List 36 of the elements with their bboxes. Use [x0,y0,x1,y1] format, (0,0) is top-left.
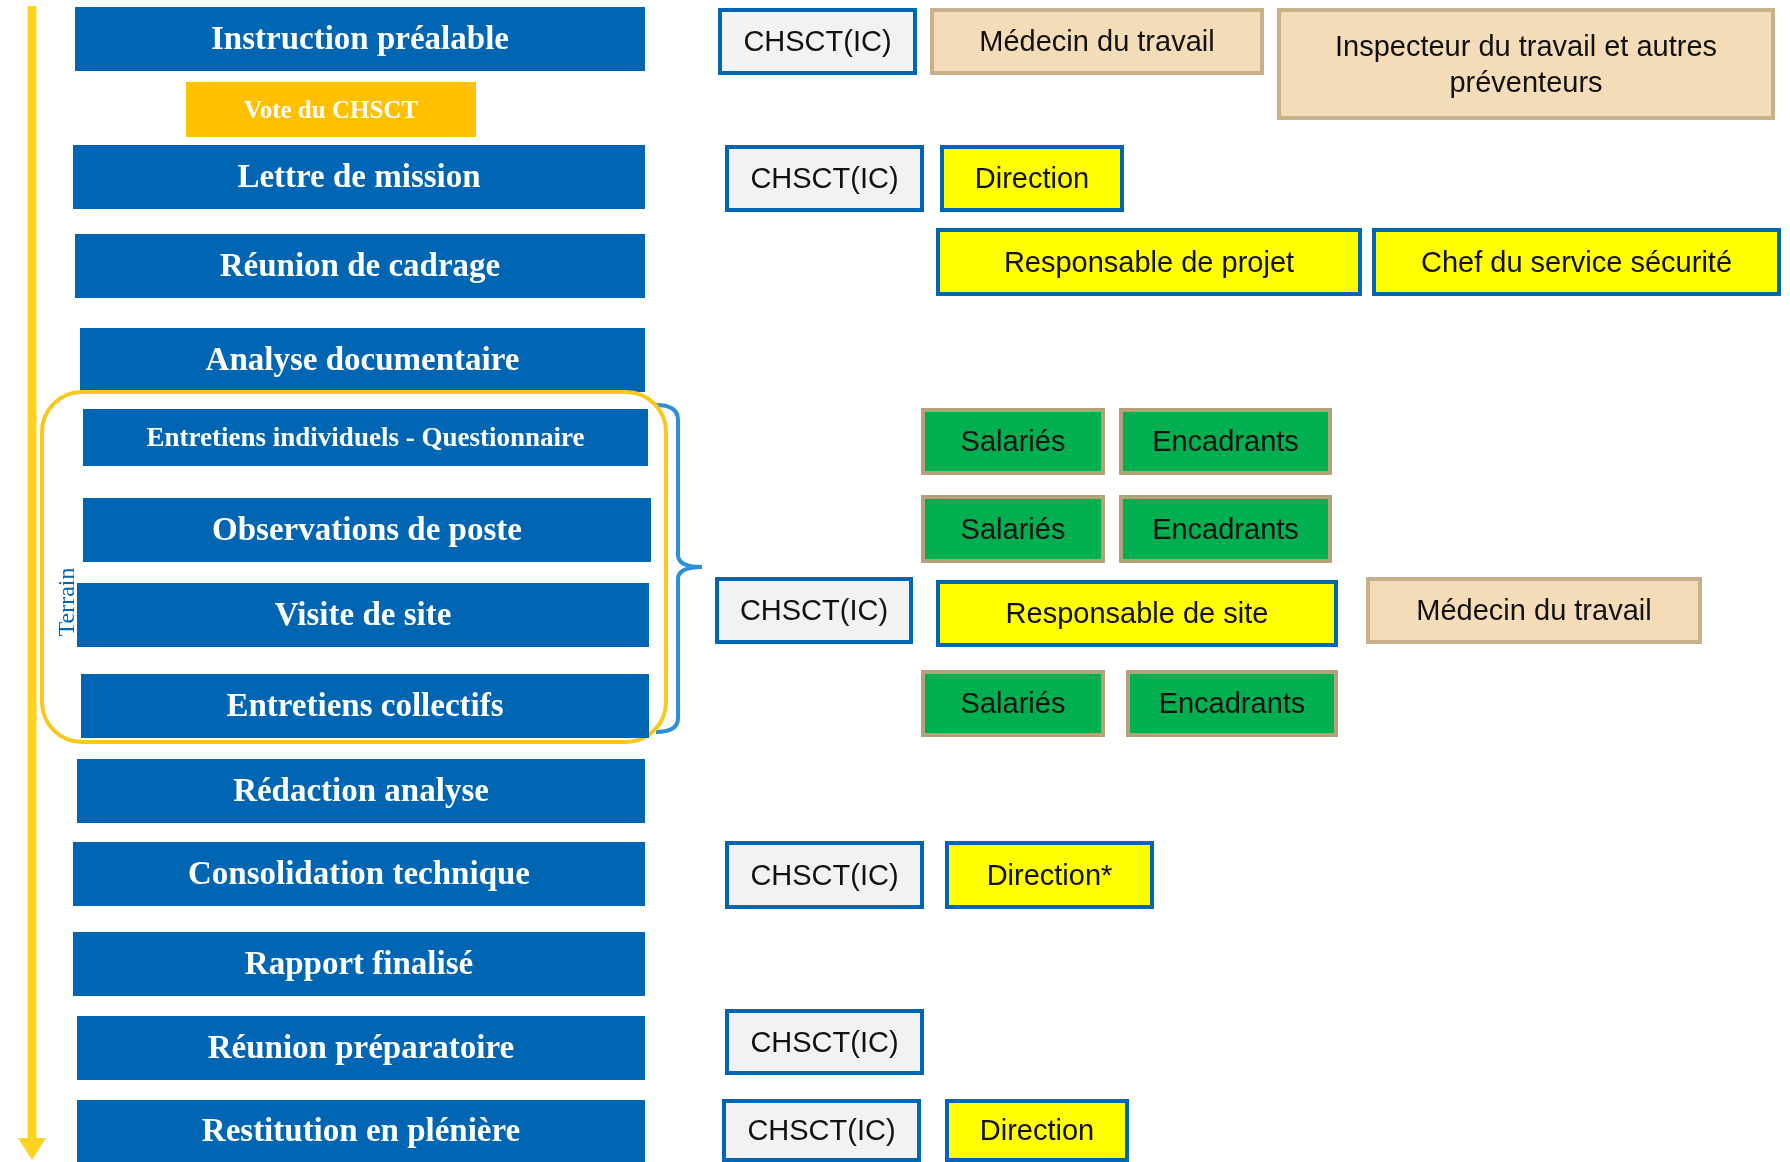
actor-box: Salariés [921,495,1105,563]
step-box: Consolidation technique [73,842,645,906]
actor-box: Salariés [921,408,1105,475]
actor-box: CHSCT(IC) [725,145,924,212]
step-box: Observations de poste [83,498,651,562]
actor-box: CHSCT(IC) [722,1099,921,1162]
step-box: Rapport finalisé [73,932,645,996]
step-box: Réunion de cadrage [75,234,645,298]
step-box: Analyse documentaire [80,328,645,392]
step-box: Réunion préparatoire [77,1016,645,1080]
actor-box: Encadrants [1126,670,1338,737]
actor-box: Médecin du travail [930,8,1264,75]
step-box: Entretiens individuels - Questionnaire [83,409,648,466]
actor-box: CHSCT(IC) [718,8,917,75]
actor-box: Encadrants [1119,495,1332,563]
actor-box: Médecin du travail [1366,577,1702,644]
step-box: Instruction préalable [75,7,645,71]
actor-box: Salariés [921,670,1105,737]
actor-box: Direction* [945,841,1154,909]
actor-box: Chef du service sécurité [1372,228,1781,296]
step-box: Visite de site [77,583,649,647]
actor-box: Responsable de site [936,580,1338,647]
actor-box: Inspecteur du travail et autres préventeurs [1277,8,1775,120]
step-box: Rédaction analyse [77,759,645,823]
step-box: Entretiens collectifs [81,674,649,738]
actor-box: Responsable de projet [936,228,1362,296]
actor-box: CHSCT(IC) [725,841,924,909]
phase-group-outline [40,390,668,744]
vote-box: Vote du CHSCT [186,82,476,137]
step-box: Restitution en plénière [77,1100,645,1162]
actor-box: CHSCT(IC) [715,577,913,644]
actor-box: Encadrants [1119,408,1332,475]
actor-box: Direction [940,145,1124,212]
actor-box: Direction [945,1099,1129,1162]
step-box: Lettre de mission [73,145,645,209]
actor-box: CHSCT(IC) [725,1009,924,1075]
